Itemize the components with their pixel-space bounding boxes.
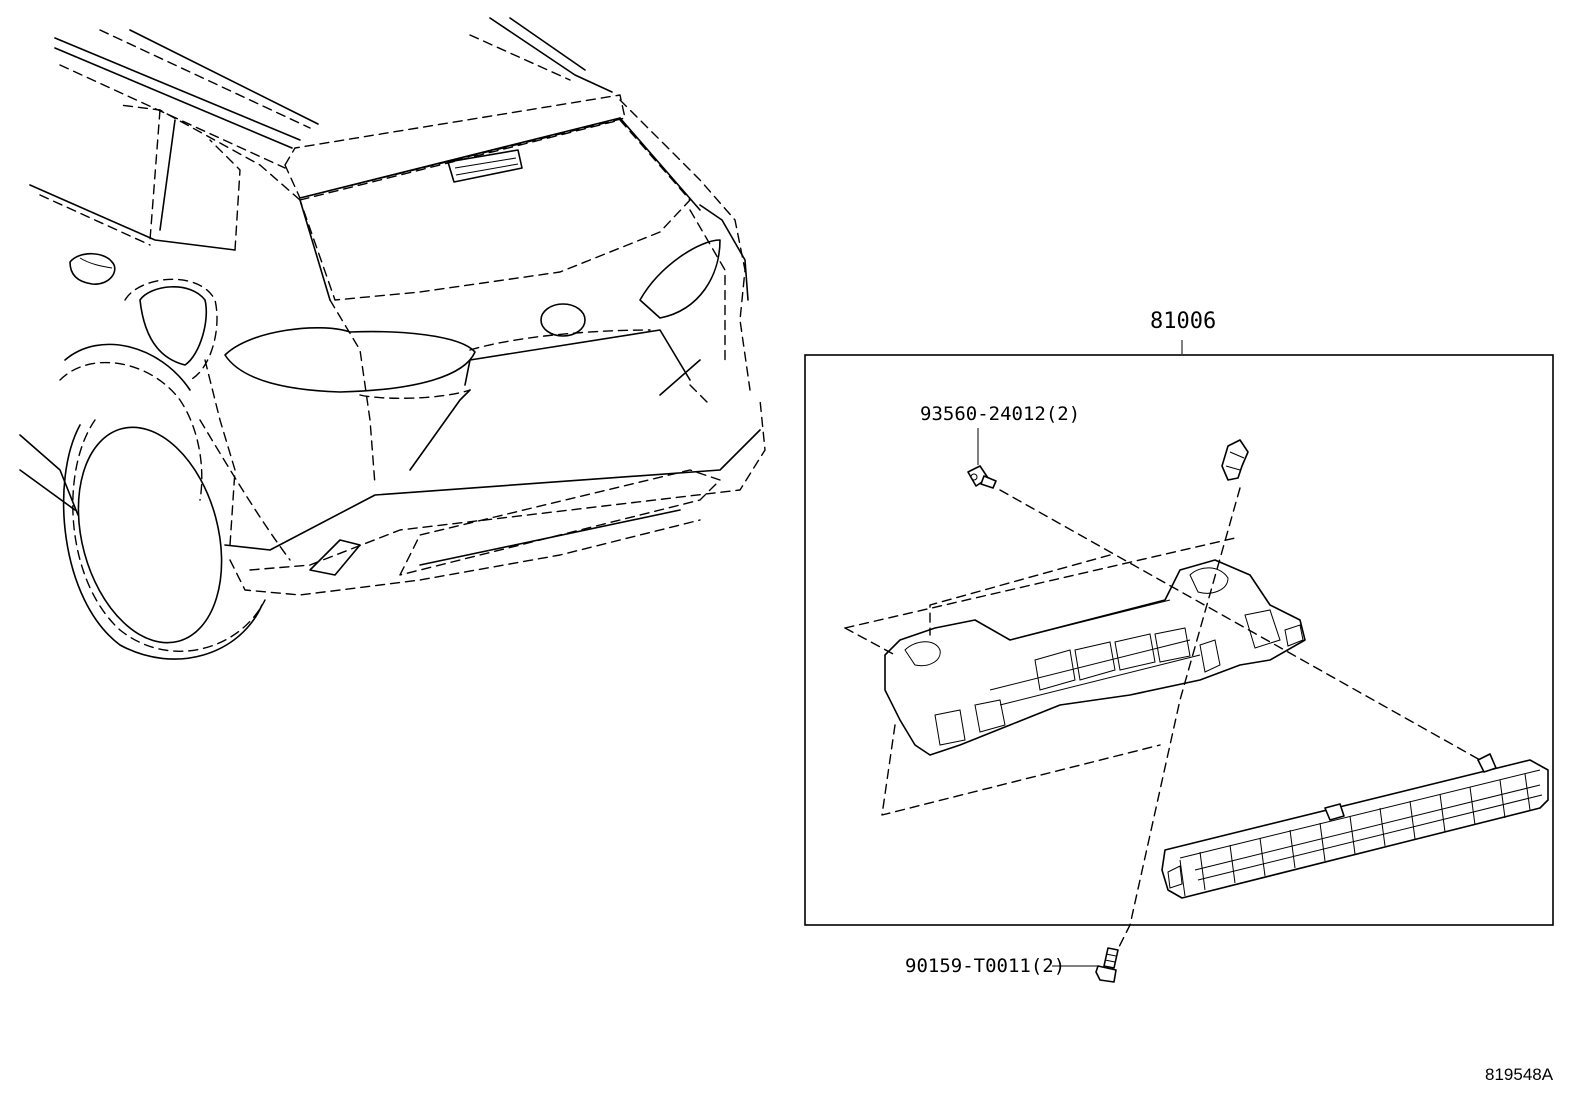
assembly-guide-lines — [844, 487, 1481, 956]
part-number-93560-24012: 93560-24012(2) — [920, 403, 1080, 425]
assembly-label: 81006 — [1150, 309, 1216, 334]
high-mount-stop-lamp-location — [447, 149, 523, 183]
callout-90159-T0011: 90159-T0011(2) — [905, 955, 1098, 977]
screw-icon — [967, 465, 997, 489]
diagram-reference-code: 819548A — [1485, 1065, 1554, 1084]
clip-icon — [1221, 439, 1249, 481]
callout-93560-24012: 93560-24012(2) — [920, 403, 1080, 465]
assembly-box — [804, 354, 1554, 926]
bolt-icon — [1095, 947, 1119, 983]
part-number-90159-T0011: 90159-T0011(2) — [905, 955, 1065, 977]
part-number: 90159-T0011 — [905, 955, 1031, 977]
part-qty: (2) — [1031, 955, 1065, 977]
high-mount-stop-lamp — [1161, 753, 1549, 899]
lamp-bracket — [884, 559, 1306, 756]
part-number: 93560-24012 — [920, 403, 1046, 425]
part-qty: (2) — [1046, 403, 1080, 425]
vehicle-rear-illustration — [19, 17, 766, 660]
